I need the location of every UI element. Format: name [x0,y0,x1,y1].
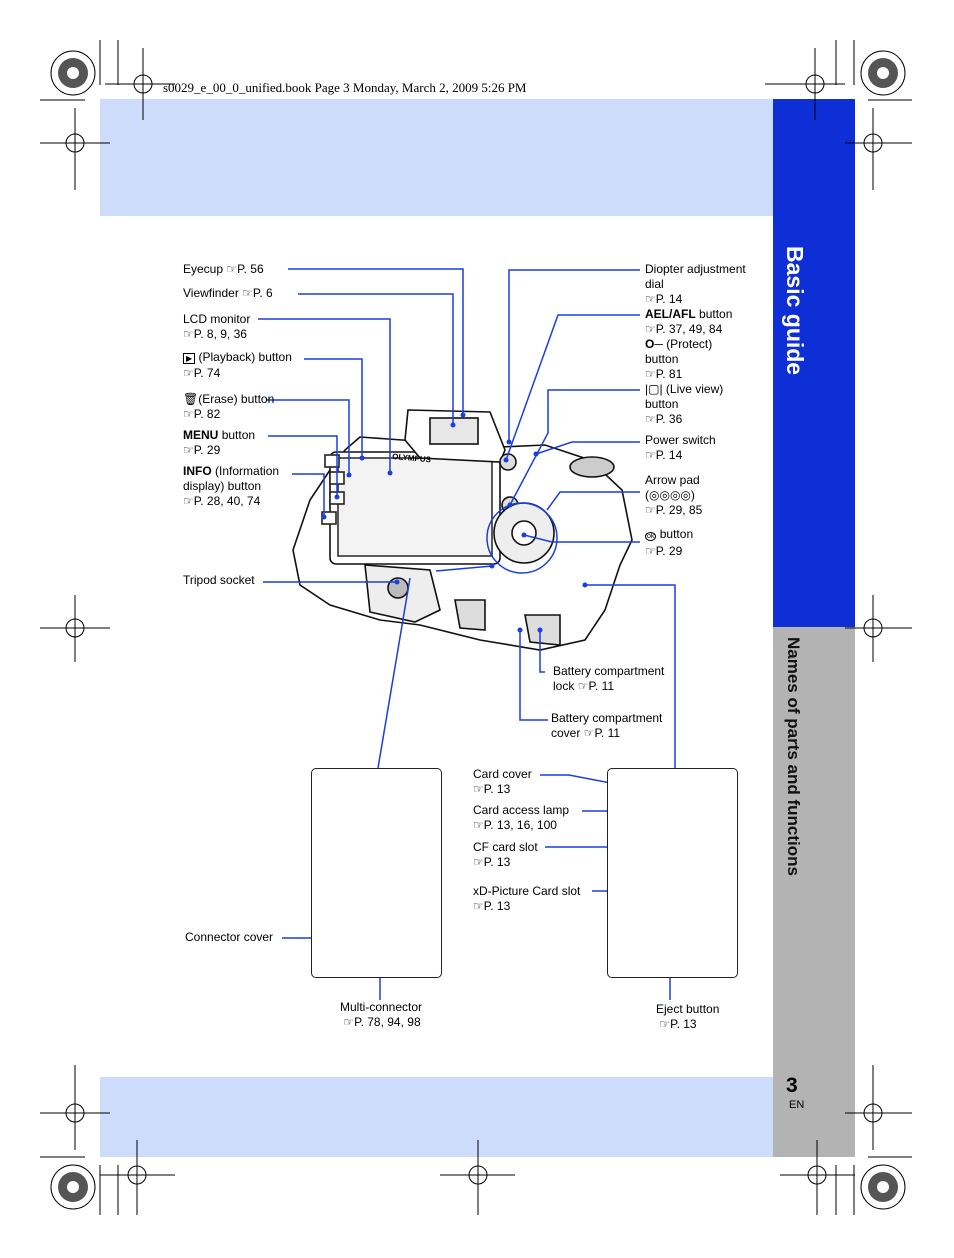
bottom-blue-band [100,1077,773,1157]
label-playback-button: ▶ (Playback) button ☞P. 74 [183,350,292,380]
ref-icon: ☞ [645,448,656,462]
label-connector-cover: Connector cover [185,930,274,944]
label-card-cover: Card cover ☞P. 13 [473,767,532,796]
label-cf-card-slot: CF card slot ☞P. 13 [473,840,538,869]
label-power-switch: Power switch ☞P. 14 [645,433,716,462]
ref-icon: ☞ [473,855,484,869]
label-arrow-pad: Arrow pad (◎◎◎◎) ☞P. 29, 85 [645,473,703,517]
label-battery-lock: Battery compartment lock ☞P. 11 [553,664,665,693]
label-lcd-monitor: LCD monitor ☞P. 8, 9, 36 [183,312,251,341]
crop-marks [40,40,912,1215]
ref-icon: ☞ [343,1015,355,1029]
ref-icon: ☞ [183,494,194,508]
registration-targets [50,50,906,1210]
ref-icon: ☞ [226,262,238,276]
camera-body [292,409,633,651]
ref-icon: ☞ [242,286,253,300]
ref-icon: ☞ [645,322,656,336]
ref-icon: ☞ [659,1017,671,1031]
ref-icon: ☞ [577,679,589,693]
label-erase-button: 🗑(Erase) button ☞P. 82 [183,392,275,421]
label-ael-afl-button: AEL/AFL button ☞P. 37, 49, 84 O─ (Protec… [645,307,733,381]
book-header: s0029_e_00_0_unified.book Page 3 Monday,… [163,80,527,95]
trash-icon: 🗑 [183,392,199,406]
label-ok-button: ok button ☞P. 29 [645,527,694,558]
ref-icon: ☞ [473,899,484,913]
ref-icon: ☞ [645,412,656,426]
ref-icon: ☞ [645,544,656,558]
ok-icon: ok [645,532,657,541]
liveview-icon: |▢| [645,382,663,396]
label-tripod-socket: Tripod socket [183,573,255,587]
ref-icon: ☞ [473,782,484,796]
mode-dial-drawing [569,456,615,478]
top-blue-band [100,99,773,216]
page-number: 3 [786,1074,798,1097]
ref-icon: ☞ [473,818,484,832]
section-tab[interactable] [773,627,855,1157]
ref-icon: ☞ [645,292,656,306]
ref-icon: ☞ [645,367,656,381]
label-xd-card-slot: xD-Picture Card slot ☞P. 13 [473,884,581,913]
leader-dots [321,412,718,806]
label-eject-button: Eject button ☞P. 13 [656,1002,720,1031]
language-code: EN [789,1099,805,1111]
label-multi-connector: Multi-connector ☞P. 78, 94, 98 [340,1000,423,1029]
label-viewfinder: Viewfinder ☞P. 6 [183,286,273,300]
ref-icon: ☞ [183,407,194,421]
connector-inset [311,768,442,978]
label-diopter-dial: Diopter adjustment dial ☞P. 14 [645,262,746,306]
arrow-pad-icons: (◎◎◎◎) [645,488,695,502]
playback-icon: ▶ [183,353,196,364]
ref-icon: ☞ [183,327,194,341]
ref-icon: ☞ [583,726,595,740]
ref-icon: ☞ [183,366,194,380]
label-eyecup: Eyecup ☞P. 56 [183,262,264,276]
playback-button-drawing [324,454,340,468]
key-icon: O─ [645,337,663,351]
label-card-access-lamp: Card access lamp ☞P. 13, 16, 100 [473,803,570,832]
label-liveview-button: |▢| (Live view) button ☞P. 36 [645,382,724,426]
chapter-tab[interactable] [773,99,855,627]
ref-icon: ☞ [183,443,194,457]
label-menu-button: MENU button ☞P. 29 [183,428,256,457]
label-info-button: INFO (Information display) button ☞P. 28… [183,464,280,508]
brand-mark: OLYMPUS [392,452,432,464]
card-slot-inset [607,768,738,978]
label-battery-cover: Battery compartment cover ☞P. 11 [551,711,663,740]
ref-icon: ☞ [645,503,656,517]
